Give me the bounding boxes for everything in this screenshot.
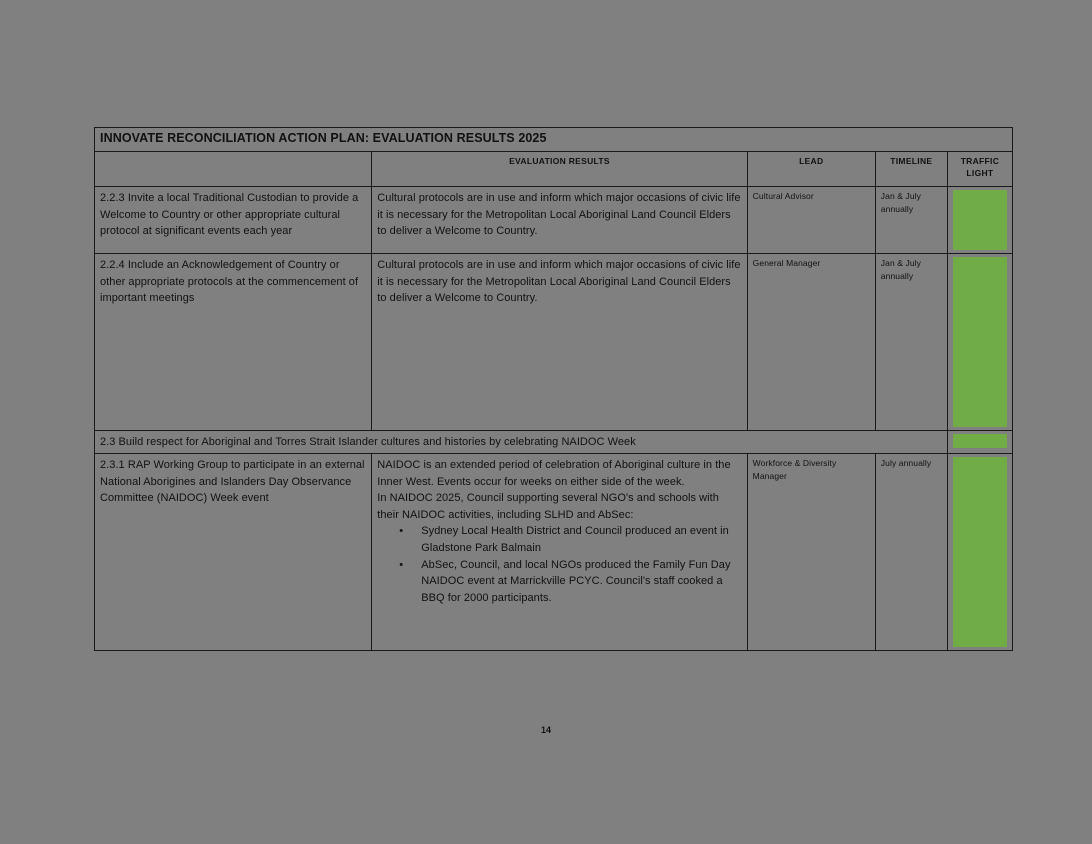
evaluation-paragraph-1: NAIDOC is an extended period of celebrat… (377, 459, 731, 488)
table-title-row: INNOVATE RECONCILIATION ACTION PLAN: EVA… (94, 127, 1013, 152)
table-row: 2.2.3 Invite a local Traditional Custodi… (93, 186, 1014, 254)
evaluation-paragraph-2: In NAIDOC 2025, Council supporting sever… (377, 492, 719, 521)
table-row: 2.3.1 RAP Working Group to participate i… (93, 453, 1014, 651)
traffic-light-header-line2: LIGHT (966, 168, 994, 178)
timeline-cell: Jan & July annually (874, 253, 948, 431)
column-header-action (93, 151, 373, 187)
table-row: 2.2.4 Include an Acknowledgement of Coun… (93, 253, 1014, 431)
column-header-traffic-light: TRAFFIC LIGHT (946, 151, 1014, 187)
evaluation-cell: Cultural protocols are in use and inform… (371, 253, 748, 431)
section-heading-row: 2.3 Build respect for Aboriginal and Tor… (94, 430, 1014, 454)
list-item: AbSec, Council, and local NGOs produced … (399, 557, 741, 607)
column-header-lead: LEAD (746, 151, 876, 187)
table-header-row: EVALUATION RESULTS LEAD TIMELINE TRAFFIC… (93, 151, 1014, 187)
lead-cell: Cultural Advisor (746, 186, 876, 254)
evaluation-bullet-list: Sydney Local Health District and Council… (377, 523, 741, 606)
timeline-cell: July annually (874, 453, 948, 651)
traffic-light-green-swatch (952, 190, 1007, 250)
traffic-light-green-swatch (952, 434, 1007, 448)
action-cell: 2.3.1 RAP Working Group to participate i… (93, 453, 373, 651)
page-break-mask (0, 706, 1092, 720)
traffic-light-green-swatch (952, 457, 1007, 647)
list-item: Sydney Local Health District and Council… (399, 523, 741, 556)
lead-cell: Workforce & Diversity Manager (746, 453, 876, 651)
traffic-light-cell (946, 253, 1014, 431)
page-number: 14 (540, 725, 551, 735)
traffic-light-cell (946, 430, 1014, 454)
section-heading: 2.3 Build respect for Aboriginal and Tor… (94, 430, 948, 454)
traffic-light-green-swatch (952, 257, 1007, 427)
rap-evaluation-table: INNOVATE RECONCILIATION ACTION PLAN: EVA… (93, 127, 1014, 651)
evaluation-cell: NAIDOC is an extended period of celebrat… (371, 453, 748, 651)
lead-cell: General Manager (746, 253, 876, 431)
rap-evaluation-table-container: INNOVATE RECONCILIATION ACTION PLAN: EVA… (93, 127, 1014, 651)
timeline-cell: Jan & July annually (874, 186, 948, 254)
action-cell: 2.2.4 Include an Acknowledgement of Coun… (93, 253, 373, 431)
column-header-timeline: TIMELINE (874, 151, 948, 187)
traffic-light-header-line1: TRAFFIC (960, 156, 1000, 166)
evaluation-cell: Cultural protocols are in use and inform… (371, 186, 748, 254)
document-title: INNOVATE RECONCILIATION ACTION PLAN: EVA… (94, 127, 1013, 152)
traffic-light-cell (946, 186, 1014, 254)
action-cell: 2.2.3 Invite a local Traditional Custodi… (93, 186, 373, 254)
traffic-light-cell (946, 453, 1014, 651)
column-header-evaluation-results: EVALUATION RESULTS (371, 151, 748, 187)
